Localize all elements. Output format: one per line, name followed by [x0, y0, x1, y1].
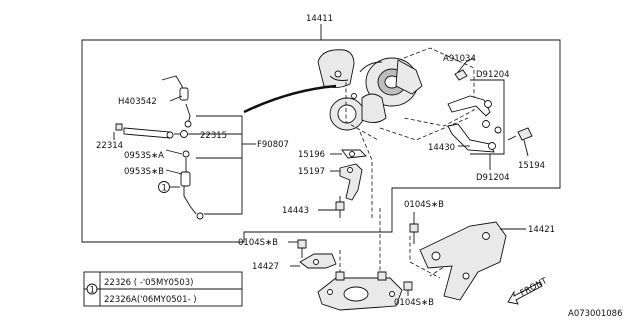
bolt-15194 [507, 127, 533, 157]
bracket-d91204 [470, 79, 505, 155]
front-arrow: FRONT [507, 276, 550, 305]
bolt-0104s-b-bottom [403, 281, 413, 296]
bolt-0104s-b-right [409, 223, 419, 244]
legend-row-1: 22326 ( -'05MY0503) [104, 278, 193, 288]
callout-marker-label: 1 [162, 184, 167, 194]
gasket-15196 [341, 149, 367, 159]
front-label: FRONT [519, 276, 550, 299]
label-22315: 22315 [200, 131, 227, 141]
assembly-outline [81, 39, 561, 243]
support-14421 [419, 221, 507, 301]
label-0953s-b: 0953S∗B [124, 167, 164, 177]
bolt-0104s-b-left [297, 239, 307, 258]
vacuum-hose-assembly [115, 75, 204, 220]
label-0953s-a: 0953S∗A [124, 151, 164, 161]
label-14427: 14427 [252, 262, 279, 272]
turbocharger [317, 49, 423, 131]
leader-a91034 [465, 57, 475, 63]
label-h403542: H403542 [118, 97, 157, 107]
label-15196: 15196 [298, 150, 325, 160]
label-0104s-b-right: 0104S∗B [404, 200, 444, 210]
callout-marker [158, 181, 170, 193]
oil-pipe-14430 [447, 95, 502, 153]
base-plate [317, 271, 403, 311]
part-a91034 [454, 61, 468, 81]
label-15197: 15197 [298, 167, 325, 177]
legend-row-2: 22326A('06MY0501- ) [104, 295, 197, 305]
label-14411: 14411 [306, 14, 333, 24]
label-0104s-b-left: 0104S∗B [238, 238, 278, 248]
pipe-15197 [339, 163, 363, 201]
label-14443: 14443 [282, 206, 309, 216]
label-14421: 14421 [528, 225, 555, 235]
label-d91204-top: D91204 [476, 70, 510, 80]
legend-marker: 1 [90, 286, 95, 296]
leader-0953s-b [165, 169, 183, 175]
leader-h403542 [169, 95, 183, 102]
label-22314: 22314 [96, 141, 123, 151]
bolt-14443 [335, 196, 345, 218]
pointer-arrow [243, 84, 337, 114]
label-14430: 14430 [428, 143, 455, 153]
diagram-id: A073001086 [568, 309, 623, 319]
bracket-14427 [299, 253, 337, 269]
bracket-f90807 [196, 115, 243, 215]
legend-table: 1 22326 ( -'05MY0503) 22326A('06MY0501- … [83, 271, 243, 307]
label-d91204-bottom: D91204 [476, 173, 510, 183]
label-f90807: F90807 [257, 140, 289, 150]
label-15194: 15194 [518, 161, 545, 171]
label-a91034: A91034 [443, 54, 476, 64]
leader-0953s-a [165, 149, 183, 155]
label-0104s-b-bottom: 0104S∗B [394, 298, 434, 308]
